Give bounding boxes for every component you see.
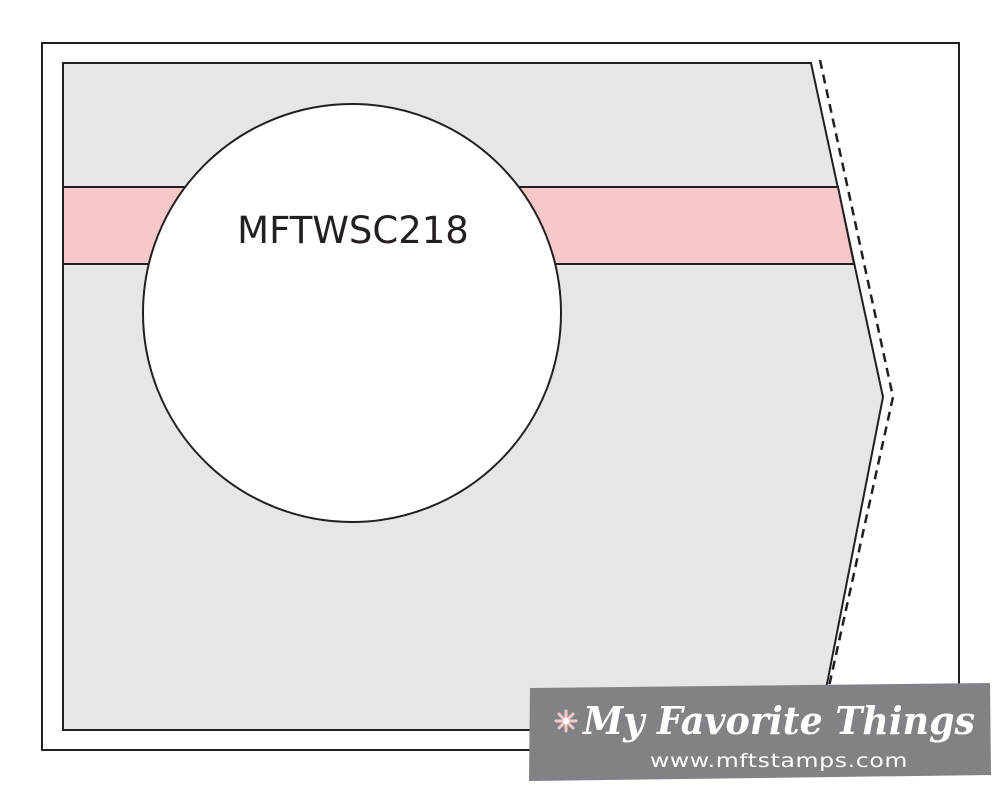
logo-url: www.mftstamps.com — [650, 750, 908, 772]
logo-brand-name: My Favorite Things — [581, 698, 975, 743]
logo-background — [529, 683, 991, 781]
brand-logo: My Favorite Things www.mftstamps.com — [529, 683, 991, 781]
circle-panel — [142, 103, 562, 523]
flower-icon — [554, 709, 578, 733]
sketch-code: MFTWSC218 — [237, 209, 469, 252]
